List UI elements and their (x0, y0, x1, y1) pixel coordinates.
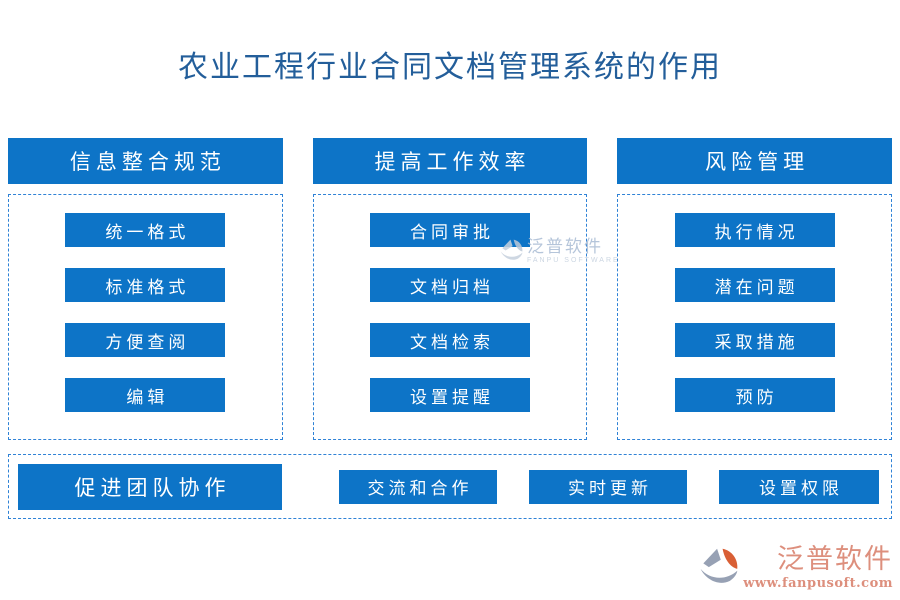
item-take-measures: 采取措施 (674, 323, 835, 357)
item-standard-format: 标准格式 (65, 268, 226, 302)
item-unified-format: 统一格式 (65, 213, 226, 247)
section-body-info-integration: 统一格式 标准格式 方便查阅 编辑 (8, 194, 283, 440)
item-set-reminders: 设置提醒 (370, 378, 530, 412)
section-body-work-efficiency: 合同审批 文档归档 文档检索 设置提醒 (312, 194, 588, 440)
footer-url: www.fanpusoft.com (743, 576, 893, 591)
item-easy-lookup: 方便查阅 (65, 323, 226, 357)
sections-row: 信息整合规范 统一格式 标准格式 方便查阅 编辑 提高工作效率 合同审批 文档归… (0, 138, 900, 440)
item-execution-status: 执行情况 (674, 213, 835, 247)
section-header-risk-management: 风险管理 (617, 138, 893, 184)
footer-brand: 泛普软件 (777, 544, 893, 575)
section-risk-management: 风险管理 执行情况 潜在问题 采取措施 预防 (617, 138, 893, 440)
footer-text: 泛普软件 www.fanpusoft.com (743, 544, 893, 592)
section-header-team-collaboration: 促进团队协作 (18, 463, 282, 510)
item-set-permissions: 设置权限 (719, 469, 879, 504)
section-info-integration: 信息整合规范 统一格式 标准格式 方便查阅 编辑 (8, 138, 283, 440)
item-realtime-updates: 实时更新 (529, 469, 687, 504)
item-edit: 编辑 (65, 378, 226, 412)
section-header-info-integration: 信息整合规范 (8, 138, 283, 184)
item-doc-retrieval: 文档检索 (370, 323, 530, 357)
section-header-work-efficiency: 提高工作效率 (312, 138, 588, 184)
item-prevention: 预防 (674, 378, 835, 412)
page-title: 农业工程行业合同文档管理系统的作用 (178, 50, 722, 85)
footer-logo: 泛普软件 www.fanpusoft.com (696, 545, 893, 591)
item-communication-cooperation: 交流和合作 (339, 469, 497, 504)
item-potential-issues: 潜在问题 (674, 268, 835, 302)
item-doc-archiving: 文档归档 (370, 268, 530, 302)
section-work-efficiency: 提高工作效率 合同审批 文档归档 文档检索 设置提醒 (312, 138, 588, 440)
item-contract-approval: 合同审批 (370, 213, 530, 247)
section-team-collaboration: 促进团队协作 交流和合作 实时更新 设置权限 (8, 454, 892, 519)
section-body-risk-management: 执行情况 潜在问题 采取措施 预防 (617, 194, 893, 440)
fanpu-logo-icon (696, 545, 740, 591)
